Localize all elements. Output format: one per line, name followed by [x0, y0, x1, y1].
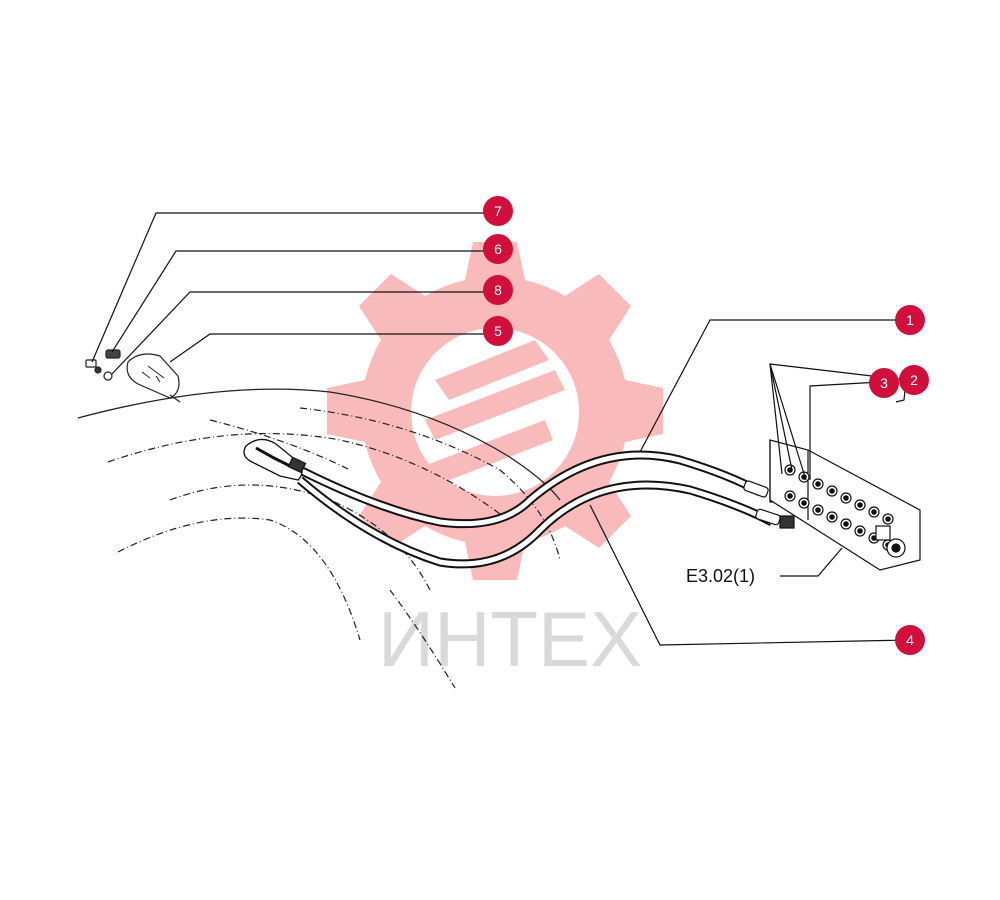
control-valve-block [769, 439, 921, 571]
valve-port-core [843, 521, 849, 527]
leader-6 [111, 250, 498, 353]
reference-label: E3.02(1) [686, 566, 755, 586]
fittings-cluster [85, 349, 181, 403]
callout-2[interactable]: 2 [899, 365, 929, 395]
callout-8[interactable]: 8 [483, 275, 513, 305]
callout-7-label: 7 [494, 203, 502, 219]
gear-logo-icon [327, 242, 663, 580]
valve-port-core [857, 528, 863, 534]
leader-2c [769, 363, 793, 471]
valve-port-core [787, 467, 793, 473]
washer-part-8 [103, 371, 113, 381]
valve-port-core [829, 488, 835, 494]
callout-6[interactable]: 6 [483, 234, 513, 264]
valve-port-core [885, 516, 891, 522]
leader-7 [91, 212, 498, 363]
valve-port-core [843, 495, 849, 501]
valve-port-core [829, 514, 835, 520]
machine-contours [77, 388, 561, 689]
watermark: ИНТЕХ [327, 242, 663, 683]
leader-1 [639, 319, 910, 453]
leader-5 [169, 333, 498, 363]
callout-1-label: 1 [906, 312, 914, 328]
callout-4[interactable]: 4 [895, 625, 925, 655]
callout-4-label: 4 [906, 632, 914, 648]
valve-port-core [815, 481, 821, 487]
leader-lines [91, 212, 911, 646]
leader-4 [589, 504, 911, 646]
valve-port-core [857, 502, 863, 508]
bolt-part-7 [85, 359, 102, 374]
callout-badges: 7 6 8 5 1 2 3 4 [483, 196, 929, 655]
valve-port-core [815, 507, 821, 513]
callout-3-label: 3 [880, 375, 888, 391]
callout-5[interactable]: 5 [483, 316, 513, 346]
callout-7[interactable]: 7 [483, 196, 513, 226]
valve-port-core [871, 509, 877, 515]
callout-8-label: 8 [494, 282, 502, 298]
leader-2b [769, 363, 783, 475]
callout-1[interactable]: 1 [895, 305, 925, 335]
hydraulic-hoses [297, 450, 775, 569]
callout-3[interactable]: 3 [869, 368, 899, 398]
leader-8 [111, 291, 498, 375]
valve-port-core [787, 493, 793, 499]
callout-5-label: 5 [494, 323, 502, 339]
callout-2-label: 2 [910, 372, 918, 388]
watermark-text: ИНТЕХ [378, 595, 642, 683]
valve-port-core [801, 500, 807, 506]
callout-6-label: 6 [494, 241, 502, 257]
leader-ref [780, 547, 843, 577]
block-part-5 [126, 353, 181, 403]
leader-3 [809, 381, 881, 480]
left-coupler [243, 438, 307, 481]
